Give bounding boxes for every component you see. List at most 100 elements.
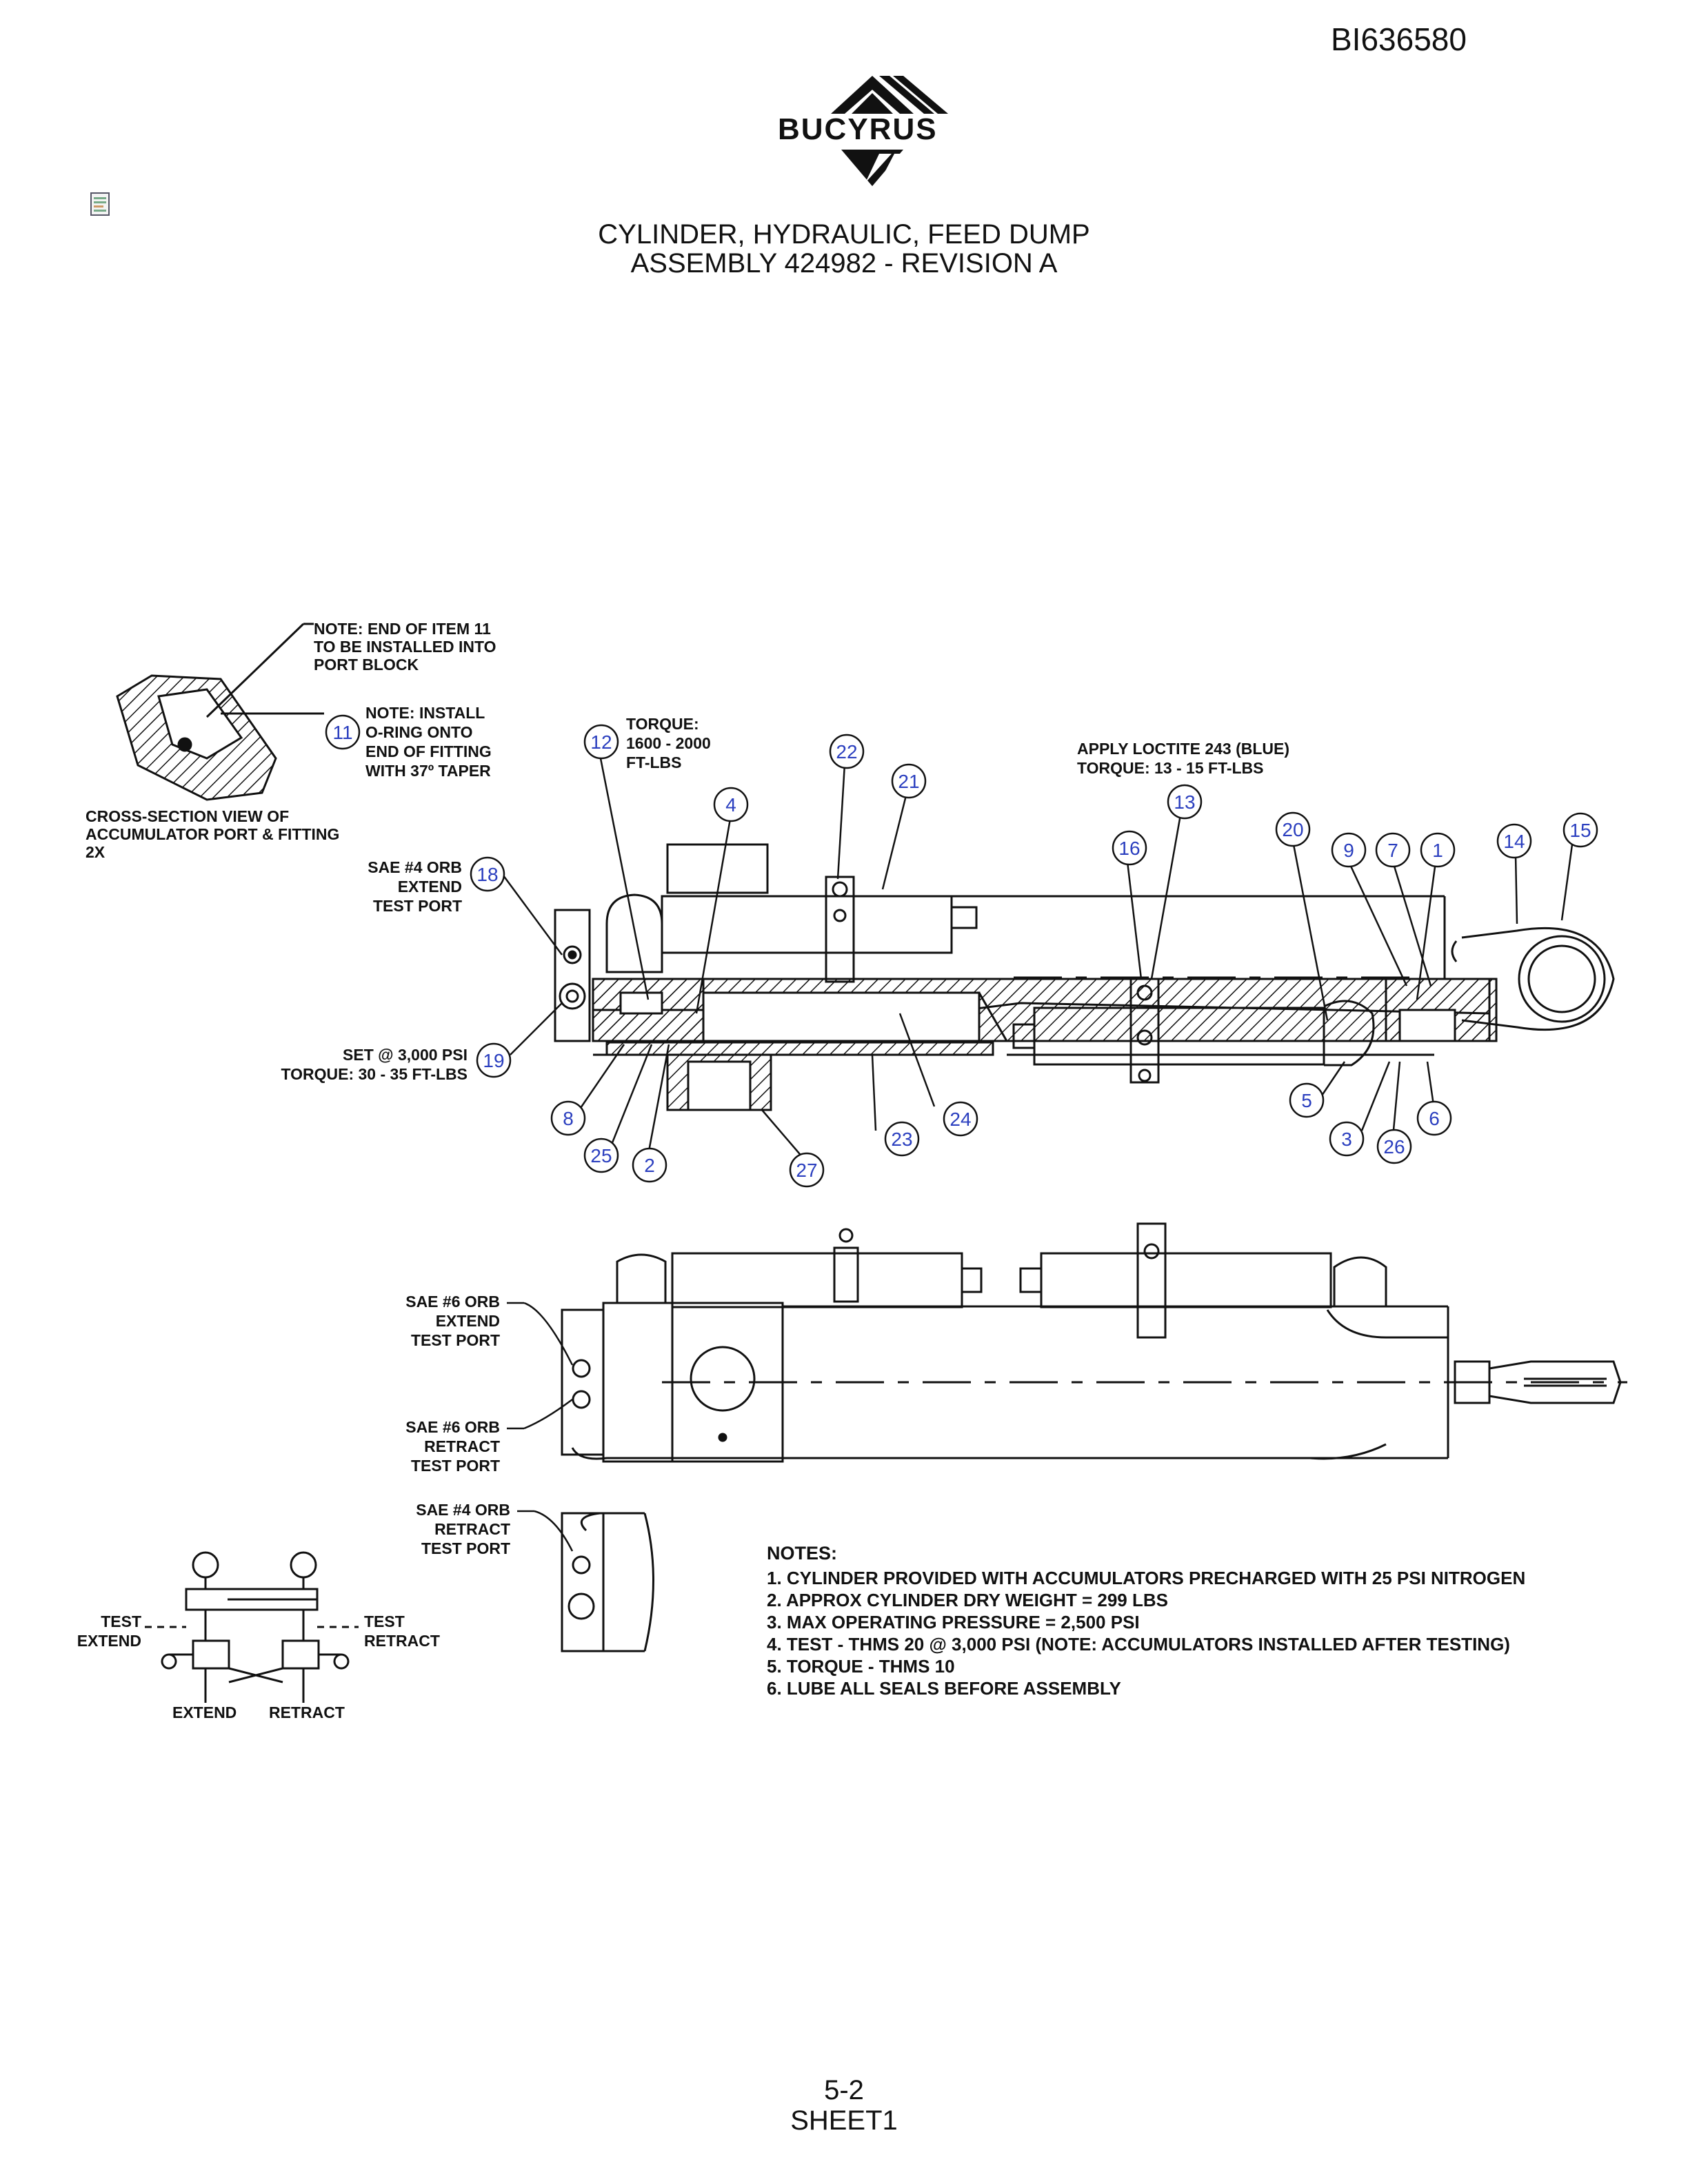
balloon-15: 15: [1569, 820, 1591, 841]
loctite-line1: APPLY LOCTITE 243 (BLUE): [1077, 740, 1289, 758]
balloon-15-circle: [1563, 812, 1598, 848]
balloon-18: 18: [476, 864, 498, 885]
balloon-11: 11: [332, 722, 352, 743]
balloon-9: 9: [1343, 840, 1354, 861]
balloon-25-circle: [583, 1138, 619, 1173]
sae4-retract-line3: TEST PORT: [421, 1539, 510, 1557]
balloon-22-circle: [829, 734, 865, 769]
note-4: 4. TEST - THMS 20 @ 3,000 PSI (NOTE: ACC…: [767, 1634, 1510, 1655]
test-retract-line2: RETRACT: [364, 1632, 440, 1650]
test-extend-line1: TEST: [101, 1612, 141, 1630]
note-oring-line3: END OF FITTING: [365, 742, 492, 760]
outline-view: [561, 1222, 1627, 1463]
sae6-retract-line2: RETRACT: [424, 1437, 500, 1455]
end-view: [561, 1512, 654, 1652]
note-item11-line2: TO BE INSTALLED INTO: [314, 638, 496, 656]
test-extend-line2: EXTEND: [77, 1632, 141, 1650]
balloon-8-circle: [550, 1100, 586, 1136]
note-oring-line2: O-RING ONTO: [365, 723, 472, 741]
notes-heading: NOTES:: [767, 1543, 837, 1564]
section-view: [554, 843, 1615, 1111]
test-retract-line1: TEST: [364, 1612, 405, 1630]
balloon-19-circle: [476, 1042, 512, 1078]
brand-wordmark: BUCYRUS: [778, 112, 938, 146]
balloon-27: 27: [796, 1160, 817, 1181]
balloon-3: 3: [1341, 1129, 1352, 1150]
balloon-12: 12: [590, 731, 612, 753]
balloon-13-circle: [1167, 784, 1203, 820]
balloon-21: 21: [898, 771, 919, 792]
sae4-retract-line1: SAE #4 ORB: [416, 1501, 510, 1519]
torque12-line2: 1600 - 2000: [626, 734, 711, 752]
note-6: 6. LUBE ALL SEALS BEFORE ASSEMBLY: [767, 1678, 1121, 1699]
balloon-23-circle: [884, 1121, 920, 1157]
balloon-2: 2: [644, 1155, 655, 1176]
bucyrus-logo-icon: [831, 76, 948, 186]
cross-section-line2: ACCUMULATOR PORT & FITTING: [86, 825, 339, 843]
cross-section-line1: CROSS-SECTION VIEW OF: [86, 807, 289, 825]
loctite-line2: TORQUE: 13 - 15 FT-LBS: [1077, 759, 1264, 777]
note-1: 1. CYLINDER PROVIDED WITH ACCUMULATORS P…: [767, 1568, 1525, 1588]
balloon-24: 24: [950, 1109, 971, 1130]
balloon-20-circle: [1275, 811, 1311, 847]
sae6-extend-line1: SAE #6 ORB: [405, 1293, 500, 1311]
torque12-line1: TORQUE:: [626, 715, 699, 733]
title-line-2: ASSEMBLY 424982 - REVISION A: [630, 248, 1058, 279]
sae6-retract-line1: SAE #6 ORB: [405, 1418, 500, 1436]
balloon-19: 19: [483, 1050, 504, 1071]
balloon-26-circle: [1376, 1129, 1412, 1164]
note-5: 5. TORQUE - THMS 10: [767, 1656, 955, 1677]
sae4-retract-line2: RETRACT: [434, 1520, 510, 1538]
balloon-27-circle: [789, 1152, 825, 1188]
balloon-8: 8: [563, 1108, 574, 1129]
balloon-6: 6: [1429, 1108, 1440, 1129]
torque12-line3: FT-LBS: [626, 754, 682, 771]
balloon-1: 1: [1432, 840, 1443, 861]
balloon-25: 25: [590, 1145, 612, 1166]
balloon-5: 5: [1301, 1090, 1312, 1111]
sae4-extend-line2: EXTEND: [398, 878, 462, 896]
balloon-5-circle: [1289, 1082, 1325, 1118]
balloon-13: 13: [1174, 791, 1195, 813]
balloon-11-circle: [325, 714, 361, 750]
leader-lines-section: [502, 754, 1574, 1159]
note-oring-line1: NOTE: INSTALL: [365, 704, 485, 722]
balloon-4: 4: [725, 794, 736, 816]
balloon-12-circle: [583, 724, 619, 760]
note-item11-line3: PORT BLOCK: [314, 656, 419, 674]
sae6-retract-line3: TEST PORT: [411, 1457, 500, 1475]
balloon-26: 26: [1383, 1136, 1405, 1157]
cross-section-line3: 2X: [86, 843, 106, 861]
balloon-7-circle: [1375, 832, 1411, 868]
balloon-21-circle: [891, 763, 927, 799]
document-icon[interactable]: [90, 192, 113, 218]
balloon-16: 16: [1118, 838, 1140, 859]
set-psi-line2: TORQUE: 30 - 35 FT-LBS: [281, 1065, 468, 1083]
set-psi-line1: SET @ 3,000 PSI: [343, 1046, 468, 1064]
hydraulic-schematic: [145, 1551, 359, 1703]
sae6-extend-line2: EXTEND: [436, 1312, 500, 1330]
balloon-3-circle: [1329, 1121, 1365, 1157]
schematic-extend: EXTEND: [172, 1703, 237, 1721]
note-2: 2. APPROX CYLINDER DRY WEIGHT = 299 LBS: [767, 1590, 1168, 1610]
balloon-6-circle: [1416, 1100, 1452, 1136]
balloon-1-circle: [1420, 832, 1456, 868]
balloon-4-circle: [713, 787, 749, 822]
balloon-7: 7: [1387, 840, 1398, 861]
balloon-22: 22: [836, 741, 857, 762]
balloon-2-circle: [632, 1147, 667, 1183]
balloon-9-circle: [1331, 832, 1367, 868]
document-id: BI636580: [1331, 21, 1467, 57]
balloon-23: 23: [891, 1129, 912, 1150]
schematic-retract: RETRACT: [269, 1703, 345, 1721]
note-3: 3. MAX OPERATING PRESSURE = 2,500 PSI: [767, 1612, 1140, 1632]
note-oring-line4: WITH 37º TAPER: [365, 762, 491, 780]
balloon-14: 14: [1503, 831, 1525, 852]
cross-section-detail: [116, 623, 324, 801]
title-line-1: CYLINDER, HYDRAULIC, FEED DUMP: [598, 219, 1090, 250]
sae6-extend-line3: TEST PORT: [411, 1331, 500, 1349]
balloon-24-circle: [943, 1101, 978, 1137]
page-number: 5-2: [824, 2075, 864, 2105]
